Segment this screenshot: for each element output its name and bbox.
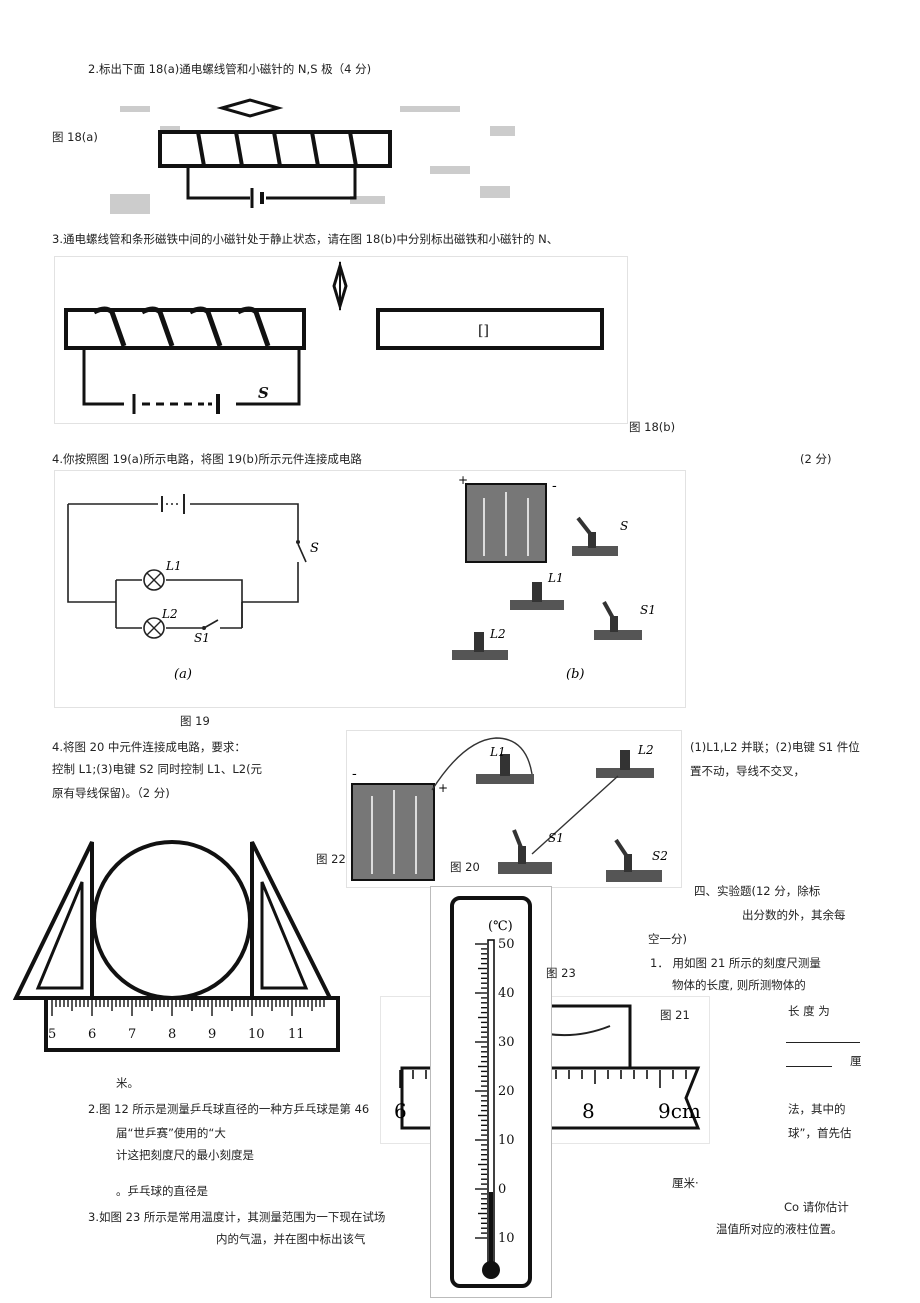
question-4b-right2: 置不动，导线不交叉，	[690, 764, 805, 778]
exp2-line3: 计这把刻度尺的最小刻度是	[116, 1148, 254, 1162]
question-4b-line3: 原有导线保留)。（2 分)	[52, 786, 170, 800]
figure-18a-label: 图 18(a)	[52, 130, 98, 144]
answer-blank-2	[786, 1066, 832, 1067]
lamp-l1: L1	[476, 745, 534, 784]
svg-text:6: 6	[394, 1099, 407, 1123]
figure-18b-solenoid-magnet: S []	[54, 256, 628, 424]
svg-text:L1: L1	[489, 745, 506, 759]
ruler-22-label: 11	[288, 1027, 305, 1042]
ping-pong-ball	[92, 840, 252, 1000]
figure-19-label: 图 19	[180, 714, 210, 728]
thermometer-scale-label: 30	[498, 1035, 515, 1050]
figure-21-label: 图 21	[660, 1008, 690, 1022]
exp2-line4: 。乒乓球的直径是	[116, 1184, 208, 1198]
magnet-mark: []	[478, 323, 489, 339]
svg-text:-: -	[352, 766, 357, 782]
section-4-line2: 出分数的外，其余每	[742, 908, 846, 922]
svg-text:(℃): (℃)	[488, 919, 513, 934]
figure-19-circuit: S L1 L2 S1 (a) + - S L1 S1 L2 (b)	[54, 470, 686, 708]
thermometer-scale-label: 10	[498, 1231, 515, 1246]
exp1-wendu: 温值所对应的液柱位置。	[716, 1222, 843, 1236]
ruler-22-label: 7	[128, 1027, 136, 1042]
section-4-line1: 四、实验题(12 分，除标	[694, 884, 821, 898]
exp1-co: Co 请你估计	[784, 1200, 849, 1214]
exp3-line1: 3.如图 23 所示是常用温度计，其测量范围为一下现在试场	[88, 1210, 386, 1224]
thermometer-scale-label: 0	[498, 1182, 506, 1197]
switch-s1: S1	[498, 829, 564, 874]
exp1-qiu: 球”，首先估	[788, 1126, 852, 1140]
question-4a-score: (2 分)	[800, 452, 832, 466]
svg-text:L2: L2	[161, 607, 178, 621]
lamp-l2: L2	[596, 743, 654, 778]
exp2-line2: 届“世乒赛”使用的“大	[116, 1126, 226, 1140]
section-4-line3: 空一分)	[648, 932, 687, 946]
svg-text:S1: S1	[640, 603, 656, 617]
question-4a-text: 4.你按照图 19(a)所示电路，将图 19(b)所示元件连接成电路	[52, 452, 362, 466]
svg-text:S1: S1	[194, 631, 210, 645]
switch-s: S	[572, 516, 628, 556]
exp1-limi: 厘米·	[672, 1176, 699, 1190]
question-4b-line1: 4.将图 20 中元件连接成电路，要求：	[52, 740, 246, 754]
svg-text:9cm: 9cm	[658, 1099, 701, 1123]
ruler-22-label: 8	[168, 1027, 176, 1042]
question-4b-line2: 控制 L1;(3)电键 S2 同时控制 L1、L2(元	[52, 762, 263, 776]
ruler-22-label: 10	[248, 1027, 265, 1042]
figure-22-label: 图 22	[316, 852, 346, 866]
lamp-l1: L1	[510, 571, 564, 610]
answer-blank-1	[786, 1042, 860, 1043]
switch-s1: S1	[594, 601, 656, 640]
thermometer-scale-label: 20	[498, 1084, 515, 1099]
exp1-li: 厘	[850, 1054, 862, 1068]
svg-text:S1: S1	[548, 831, 564, 845]
svg-text:S2: S2	[652, 849, 668, 863]
exp3-line2: 内的气温，并在图中标出该气	[216, 1232, 366, 1246]
svg-text:(a): (a)	[174, 667, 192, 682]
exp2-line1: 2.图 12 所示是测量乒乓球直径的一种方乒乓球是第 46	[88, 1102, 370, 1116]
thermometer-scale-label: 40	[498, 986, 515, 1001]
thermometer-scale-label: 50	[498, 937, 515, 952]
svg-text:+: +	[458, 473, 468, 487]
exp1-fa: 法，其中的	[788, 1102, 846, 1116]
exp1-line2: 物体的长度, 则所测物体的	[672, 978, 806, 992]
exp1-line3: 长 度 为	[788, 1004, 830, 1018]
switch-s-label: S	[258, 384, 269, 402]
svg-text:8: 8	[582, 1099, 595, 1123]
svg-text:(b): (b)	[566, 667, 584, 682]
ruler-22-label: 6	[88, 1027, 96, 1042]
switch-s2: S2	[606, 838, 668, 882]
figure-18a-solenoid	[100, 86, 536, 228]
svg-text:+: +	[438, 781, 448, 795]
figure-20-label: 图 20	[450, 860, 480, 874]
figure-23-label: 图 23	[546, 966, 576, 980]
compass-needle	[216, 98, 284, 118]
ruler-22-label: 9	[208, 1027, 216, 1042]
thermometer-scale-label: 10	[498, 1133, 515, 1148]
lamp-l2: L2	[452, 627, 508, 660]
svg-text:L1: L1	[165, 559, 182, 573]
question-3-text: 3.通电螺线管和条形磁铁中间的小磁针处于静止状态，请在图 18(b)中分别标出磁…	[52, 232, 559, 246]
figure-22-ball-ruler: 5 6 7 8 9 10 11	[0, 828, 346, 1064]
svg-text:S: S	[310, 541, 319, 556]
exp1-line1: 1． 用如图 21 所示的刻度尺测量	[650, 956, 821, 970]
question-4b-right1: (1)L1,L2 并联；(2)电键 S1 件位	[690, 740, 860, 754]
figure-18b-label: 图 18(b)	[629, 420, 676, 434]
svg-text:L2: L2	[637, 743, 654, 757]
svg-text:L2: L2	[489, 627, 506, 641]
svg-text:-: -	[552, 478, 557, 494]
exp1-mi: 米。	[116, 1076, 139, 1090]
svg-text:L1: L1	[547, 571, 564, 585]
figure-20-components: - + L1 L2 S1 S2	[346, 730, 682, 888]
ruler-22-label: 5	[48, 1027, 56, 1042]
figure-23-thermometer: (℃) 50 40 30 20 10 0 10	[450, 896, 532, 1288]
svg-text:S: S	[620, 519, 628, 533]
question-2-text: 2.标出下面 18(a)通电螺线管和小磁针的 N,S 极（4 分)	[88, 62, 372, 76]
